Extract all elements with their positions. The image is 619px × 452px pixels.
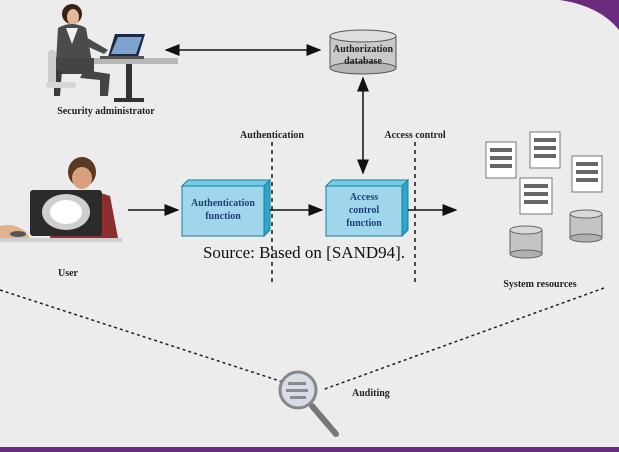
user-illustration (0, 157, 122, 242)
auditing-right-line (321, 287, 605, 391)
source-caption: Source: Based on [SAND94]. (203, 243, 405, 262)
authn-function-label-line1: Authentication (191, 198, 255, 209)
frame-corner (560, 0, 619, 30)
authn-function-label-line2: function (205, 211, 241, 222)
user-label: User (58, 268, 79, 279)
access-function-label-line3: function (346, 218, 382, 229)
access-control-function-box: Access control function (324, 178, 410, 238)
access-control-boundary-label: Access control (384, 130, 445, 141)
system-resources-illustration (485, 131, 603, 259)
access-function-label-line1: Access (350, 192, 378, 203)
auth-db-label-line2: database (344, 56, 382, 67)
document-icon (485, 141, 517, 179)
document-icon (571, 155, 603, 193)
authentication-boundary-label: Authentication (240, 130, 304, 141)
security-administrator-illustration (46, 4, 178, 102)
system-resources-label: System resources (503, 279, 576, 290)
database-icon (569, 209, 603, 243)
magnifying-glass-icon (278, 370, 339, 437)
document-icon (519, 177, 553, 215)
authorization-database-cylinder: Authorization database (329, 29, 397, 75)
auditing-label: Auditing (352, 388, 390, 399)
authentication-function-box: Authentication function (180, 178, 272, 238)
database-icon (509, 225, 543, 259)
access-function-label-line2: control (349, 205, 380, 216)
security-administrator-label: Security administrator (57, 106, 155, 117)
auditing-left-line (0, 289, 287, 384)
document-icon (529, 131, 561, 169)
auth-db-label-line1: Authorization (333, 44, 393, 55)
